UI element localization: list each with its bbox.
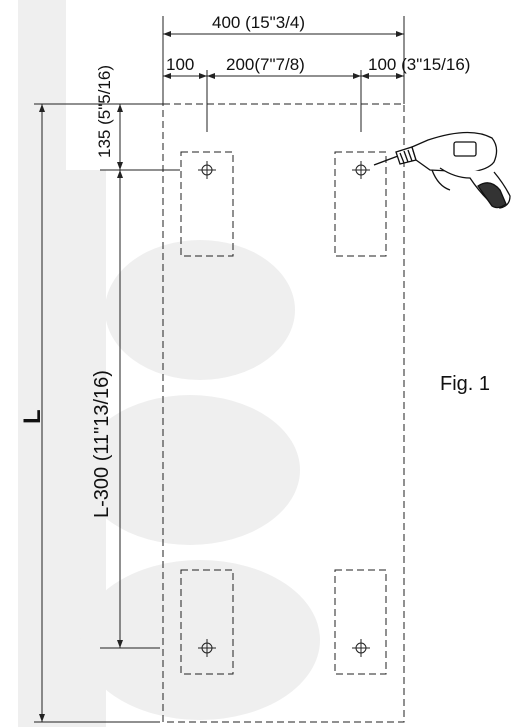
hole-top-left [198, 161, 216, 179]
vertical-spacing-dimension: L-300 (11"13/16) [91, 170, 123, 648]
right-margin-label: 100 (3"15/16) [368, 55, 470, 74]
top-offset-dimension: 135 (5"5/16) [95, 65, 123, 170]
length-label: L [19, 409, 46, 424]
length-dimension: L [19, 104, 46, 722]
spacing-dimension-row: 100 200(7"7/8) 100 (3"15/16) [163, 55, 470, 79]
hole-bottom-right [352, 639, 370, 657]
bracket-bottom-right [334, 569, 387, 675]
background-watermark [18, 0, 320, 727]
bracket-top-left [180, 151, 234, 257]
bracket-top-right [334, 151, 387, 257]
drill-icon [373, 131, 511, 209]
center-spacing-label: 200(7"7/8) [226, 55, 305, 74]
vertical-spacing-label: L-300 (11"13/16) [91, 370, 113, 518]
board-outline [162, 103, 405, 723]
top-offset-label: 135 (5"5/16) [95, 65, 114, 158]
hole-top-right [352, 161, 370, 179]
overall-width-label: 400 (15"3/4) [212, 13, 305, 32]
hole-bottom-left [198, 639, 216, 657]
bracket-bottom-left [180, 569, 234, 675]
left-margin-label: 100 [166, 55, 194, 74]
overall-width-dimension: 400 (15"3/4) [163, 13, 404, 37]
figure-label: Fig. 1 [440, 373, 490, 395]
